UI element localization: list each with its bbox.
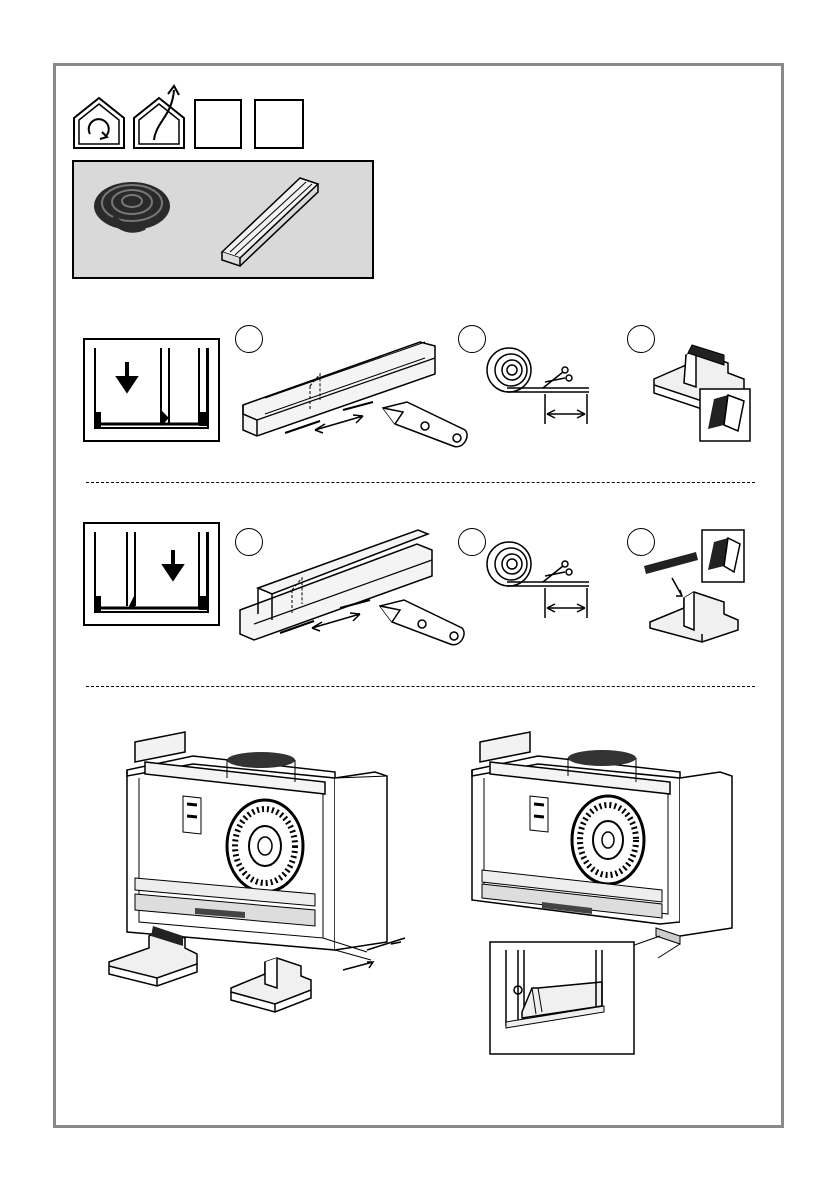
- blank-icon-box: [254, 99, 304, 149]
- extraction-house-icon: [132, 82, 188, 150]
- seal-apply-top-illustration: [648, 335, 756, 445]
- accessories-panel: [72, 160, 374, 279]
- seal-apply-inside-illustration: [638, 528, 754, 644]
- foam-seal-roll: [94, 182, 170, 230]
- utility-knife-icon: [383, 402, 467, 447]
- fan-icon: [227, 800, 303, 892]
- blank-icon-box: [194, 99, 242, 149]
- scissors-icon: [543, 367, 572, 388]
- step-number-5: [458, 528, 486, 556]
- recirculation-house-icon: [72, 96, 126, 150]
- section-divider: [86, 686, 755, 687]
- seal-measure-cut-illustration: [485, 342, 595, 426]
- utility-knife-icon: [380, 600, 464, 645]
- seal-rail-piece: [231, 958, 311, 1012]
- mounting-position-front-icon: [83, 338, 220, 442]
- seal-rail-piece: [109, 926, 197, 986]
- mounting-position-rear-icon: [83, 522, 220, 626]
- step-number-2: [458, 325, 486, 353]
- scissors-icon: [543, 561, 572, 582]
- hood-unit-installed-with-detail: [466, 722, 738, 1056]
- seal-measure-cut-illustration: [485, 536, 595, 620]
- rail-cut-illustration: [232, 528, 470, 653]
- hood-unit-with-seal-rails: [105, 722, 415, 1020]
- installed-rail-detail-inset: [490, 942, 634, 1054]
- rail-cut-illustration: [235, 330, 470, 455]
- section-divider: [86, 482, 755, 483]
- fan-icon: [572, 796, 644, 884]
